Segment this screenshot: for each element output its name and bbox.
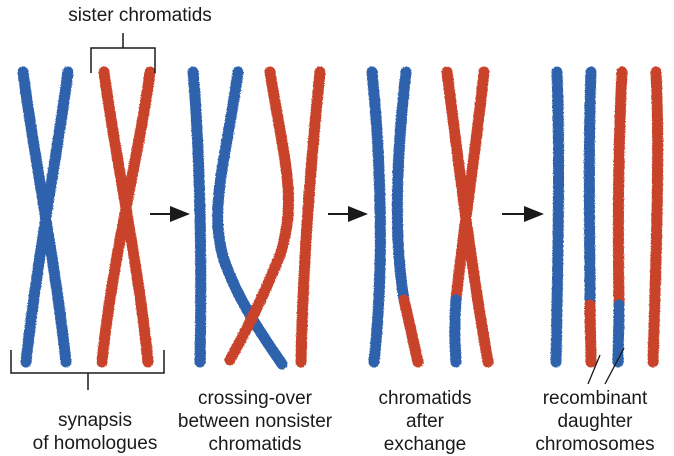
red-segment (404, 300, 418, 362)
blue-chromosome (589, 72, 591, 305)
red-chromatid (301, 72, 320, 362)
blue-chromosome (556, 72, 559, 362)
red-chromosome (653, 72, 658, 362)
label-line: sister chromatids (40, 4, 240, 27)
label-line: after (350, 410, 500, 433)
synapsis-bracket (11, 350, 164, 390)
stage4-recombinant (556, 72, 658, 362)
label-recombinant: recombinant daughter chromosomes (515, 387, 674, 456)
label-line: between nonsister (160, 410, 350, 433)
label-line: chromatids (350, 387, 500, 410)
stage3-after-exchange (372, 72, 488, 362)
red-segment (590, 305, 591, 362)
label-line: exchange (350, 433, 500, 456)
stage1-homologues (23, 72, 150, 362)
label-after-exchange: chromatids after exchange (350, 387, 500, 456)
red-chromosome (618, 72, 622, 305)
red-chromatid (230, 72, 289, 360)
blue-segment (618, 305, 619, 362)
blue-chromatid (193, 72, 201, 362)
blue-chromatid (372, 72, 380, 362)
sister-chromatids-bracket (91, 33, 155, 73)
blue-segment (455, 300, 456, 362)
label-crossing-over: crossing-over between nonsister chromati… (160, 387, 350, 456)
label-line: recombinant (515, 387, 674, 410)
label-line: crossing-over (160, 387, 350, 410)
blue-chromatid (397, 72, 406, 300)
stage2-crossing-over (193, 72, 320, 364)
label-line: daughter (515, 410, 674, 433)
label-line: chromosomes (515, 433, 674, 456)
label-sister-chromatids: sister chromatids (40, 4, 240, 27)
label-line: chromatids (160, 433, 350, 456)
